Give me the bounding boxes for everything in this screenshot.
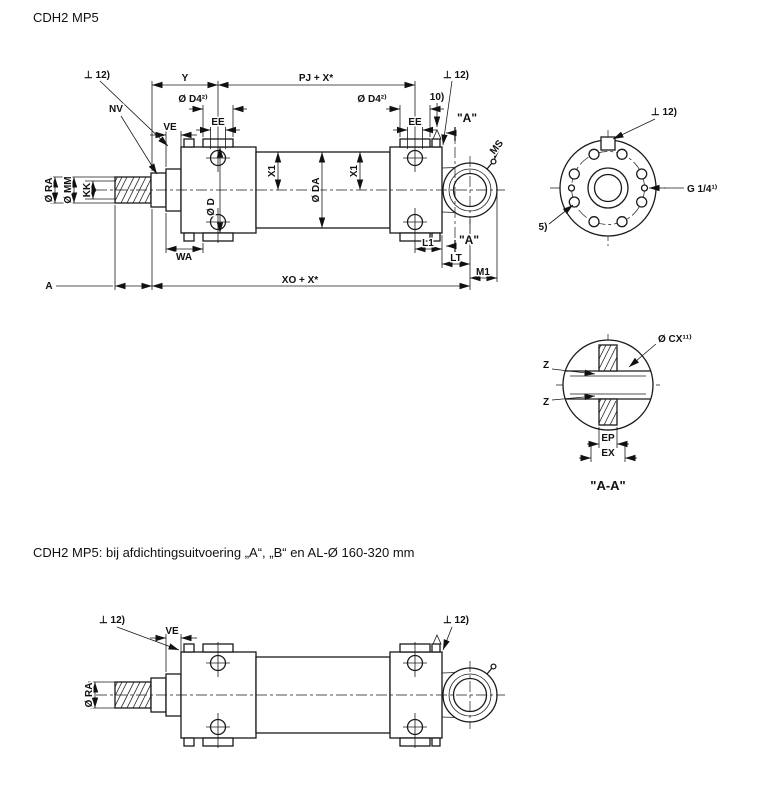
x1-rear-label: X1 <box>349 164 360 177</box>
mm-label: Ø MM <box>63 176 74 203</box>
pj-label: PJ + X* <box>299 73 333 84</box>
cx-label: Ø CX¹¹⁾ <box>658 334 692 345</box>
bottom-dim-arrows <box>91 626 453 708</box>
ex-label: EX <box>601 448 615 459</box>
ms-label: MS <box>488 138 506 157</box>
reference-flag <box>432 129 442 140</box>
aa-bearing-bottom <box>598 398 618 426</box>
note10-label: 10) <box>430 92 444 103</box>
ee-rear-label: EE <box>408 117 422 128</box>
flange-end-view: ⊥ 12) G 1/4¹⁾ 5) <box>537 106 719 246</box>
section-a-bottom-label: "A" <box>459 233 479 247</box>
rear-bottom-tab <box>431 232 441 242</box>
xo-label: XO + X* <box>282 275 319 286</box>
dimension-lines <box>51 80 500 290</box>
variant-caption: CDH2 MP5: bij afdichtingsuitvoering „A“,… <box>33 545 415 560</box>
a-dim-label: A <box>45 281 52 292</box>
aa-bearing-top <box>598 344 618 372</box>
ep-label: EP <box>601 433 615 444</box>
main-side-view: ⊥ 12) Y PJ + X* ⊥ 12) 10) "A" Ø D4²⁾ Ø D… <box>43 69 508 294</box>
aa-dim-arrows <box>551 343 657 462</box>
flange-leaders <box>548 118 684 225</box>
ra-bottom-label: Ø RA <box>84 683 95 708</box>
ra-label: Ø RA <box>44 178 55 203</box>
nv-label: NV <box>109 104 123 115</box>
m1-label: M1 <box>476 267 490 278</box>
y-label: Y <box>182 73 189 84</box>
section-cut-line <box>446 127 457 252</box>
l1-label: L1 <box>422 238 434 249</box>
flag-12-bottom-left-label: ⊥ 12) <box>99 615 125 626</box>
section-aa-title: "A-A" <box>590 478 625 493</box>
ve-bottom-label: VE <box>165 626 179 637</box>
bolt-holes <box>567 148 649 228</box>
flange-rod-circle <box>593 173 623 203</box>
d4-front-label: Ø D4²⁾ <box>178 94 208 105</box>
note5-label: 5) <box>539 222 548 233</box>
rear-top-tab <box>431 138 441 148</box>
head-bottom-tab <box>183 232 195 242</box>
d-label: Ø D <box>206 198 217 216</box>
g14-label: G 1/4¹⁾ <box>687 184 718 195</box>
rear-port-centerlines <box>403 137 427 243</box>
bottom-side-view: ⊥ 12) ⊥ 12) VE Ø RA <box>83 614 506 749</box>
kk-label: KK <box>82 182 93 197</box>
grease-nipple <box>486 158 497 170</box>
ve-label: VE <box>163 122 177 133</box>
eye-connector-top <box>441 167 457 169</box>
aa-bearing-race-lines <box>570 375 646 395</box>
flag-12-right-label: ⊥ 12) <box>443 70 469 81</box>
da-label: Ø DA <box>311 178 322 203</box>
cylinder-body-variant <box>95 634 506 749</box>
flag-12-bottom-right-label: ⊥ 12) <box>443 615 469 626</box>
wa-label: WA <box>176 252 192 263</box>
aa-hatching <box>598 344 618 426</box>
z-bottom-label: Z <box>543 397 549 408</box>
z-top-label: Z <box>543 360 549 371</box>
head-top-tab <box>183 138 195 148</box>
page-title: CDH2 MP5 <box>33 10 99 25</box>
section-aa-view: Ø CX¹¹⁾ Z Z EP EX "A-A" <box>541 333 693 494</box>
ee-front-label: EE <box>211 117 225 128</box>
flange-keyway <box>600 136 616 151</box>
flag-12-left-label: ⊥ 12) <box>84 70 110 81</box>
x1-front-label: X1 <box>267 164 278 177</box>
eye-connector-bottom <box>441 211 457 213</box>
section-a-top-label: "A" <box>457 111 477 125</box>
flag-12-flange-label: ⊥ 12) <box>651 107 677 118</box>
thread-hatching <box>114 176 152 204</box>
cylinder-body <box>96 129 505 243</box>
lt-label: LT <box>450 253 461 264</box>
d4-rear-label: Ø D4²⁾ <box>357 94 387 105</box>
